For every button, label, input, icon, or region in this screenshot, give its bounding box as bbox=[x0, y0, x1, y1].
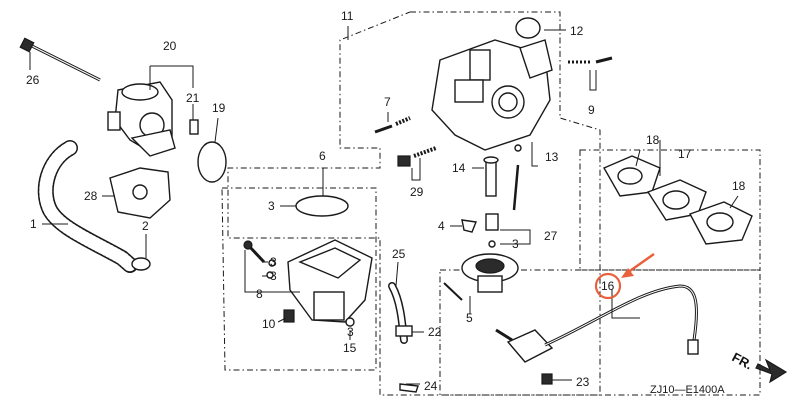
label-17: 17 bbox=[678, 147, 692, 161]
front-arrow-icon bbox=[755, 358, 788, 384]
label-29: 29 bbox=[410, 185, 424, 199]
label-26: 26 bbox=[26, 73, 40, 87]
washer-3-b bbox=[266, 271, 274, 279]
screw-8 bbox=[243, 240, 266, 264]
clip-24 bbox=[399, 383, 419, 393]
label-3-a: 3 bbox=[268, 199, 275, 213]
screw-13 bbox=[512, 144, 522, 211]
label-10: 10 bbox=[262, 317, 276, 331]
bolt-26 bbox=[19, 37, 101, 82]
label-4: 4 bbox=[438, 219, 445, 233]
label-1: 1 bbox=[30, 217, 37, 231]
washer-3-a bbox=[268, 259, 276, 267]
label-3-b: 3 bbox=[270, 255, 277, 269]
insulator-group-outline bbox=[579, 149, 761, 271]
label-27: 27 bbox=[544, 229, 558, 243]
label-28: 28 bbox=[84, 189, 98, 203]
label-16: 16 bbox=[601, 279, 615, 293]
group-outlines bbox=[221, 11, 761, 396]
washer-15 bbox=[345, 317, 355, 327]
label-18-upper: 18 bbox=[646, 133, 660, 147]
screw-23 bbox=[541, 373, 553, 385]
float-valve-4 bbox=[461, 219, 477, 233]
callout-labels: 26 20 21 19 28 1 2 11 12 9 7 29 13 14 4 … bbox=[26, 9, 746, 393]
label-22: 22 bbox=[428, 325, 442, 339]
label-21: 21 bbox=[186, 91, 200, 105]
cap-12 bbox=[515, 17, 541, 39]
screw-spring-9 bbox=[568, 56, 613, 64]
jet-14 bbox=[483, 156, 499, 197]
solenoid-16 bbox=[495, 284, 699, 363]
label-9: 9 bbox=[588, 103, 595, 117]
label-5: 5 bbox=[466, 311, 473, 325]
highlight-arrow-head bbox=[621, 268, 634, 278]
gasket-19 bbox=[197, 141, 227, 183]
screw-spring-29 bbox=[397, 146, 437, 167]
front-label: FR. bbox=[730, 349, 756, 372]
float-5 bbox=[461, 253, 519, 293]
highlight-arrow-shaft bbox=[626, 252, 655, 275]
highlight-circle bbox=[594, 272, 622, 300]
pin-21 bbox=[189, 119, 199, 135]
diagram-code: ZJ10—E1400A bbox=[650, 384, 725, 396]
drain-screw-10 bbox=[283, 309, 295, 323]
label-2: 2 bbox=[142, 219, 149, 233]
jet-27 bbox=[485, 213, 499, 231]
label-3-c: 3 bbox=[270, 269, 277, 283]
washer-3-c bbox=[488, 240, 496, 248]
label-25: 25 bbox=[392, 247, 406, 261]
highlight-16 bbox=[594, 252, 655, 300]
label-18-lower: 18 bbox=[732, 179, 746, 193]
label-13: 13 bbox=[545, 150, 559, 164]
label-14: 14 bbox=[452, 161, 466, 175]
carburetor-body bbox=[431, 39, 553, 151]
label-3-d: 3 bbox=[347, 325, 354, 339]
label-15: 15 bbox=[343, 341, 357, 355]
float-pin bbox=[443, 282, 463, 301]
o-ring-3-large bbox=[295, 195, 349, 217]
label-3-e: 3 bbox=[512, 237, 519, 251]
fuel-cut-group-outline bbox=[439, 269, 761, 396]
label-6: 6 bbox=[319, 149, 326, 163]
clamp-2 bbox=[131, 257, 151, 271]
label-7: 7 bbox=[384, 95, 391, 109]
carburetor-group-outline bbox=[227, 11, 601, 396]
label-8: 8 bbox=[256, 287, 263, 301]
float-bowl bbox=[287, 239, 373, 323]
label-19: 19 bbox=[212, 101, 226, 115]
label-11: 11 bbox=[341, 9, 354, 23]
screw-spring-7 bbox=[374, 116, 411, 134]
label-20: 20 bbox=[163, 39, 177, 53]
label-24: 24 bbox=[424, 379, 438, 393]
clip-22 bbox=[395, 325, 413, 337]
front-marker: FR. bbox=[730, 349, 788, 384]
label-23: 23 bbox=[576, 375, 590, 389]
label-12: 12 bbox=[570, 24, 584, 38]
housing-20 bbox=[107, 81, 176, 157]
leader-lines bbox=[29, 26, 739, 385]
